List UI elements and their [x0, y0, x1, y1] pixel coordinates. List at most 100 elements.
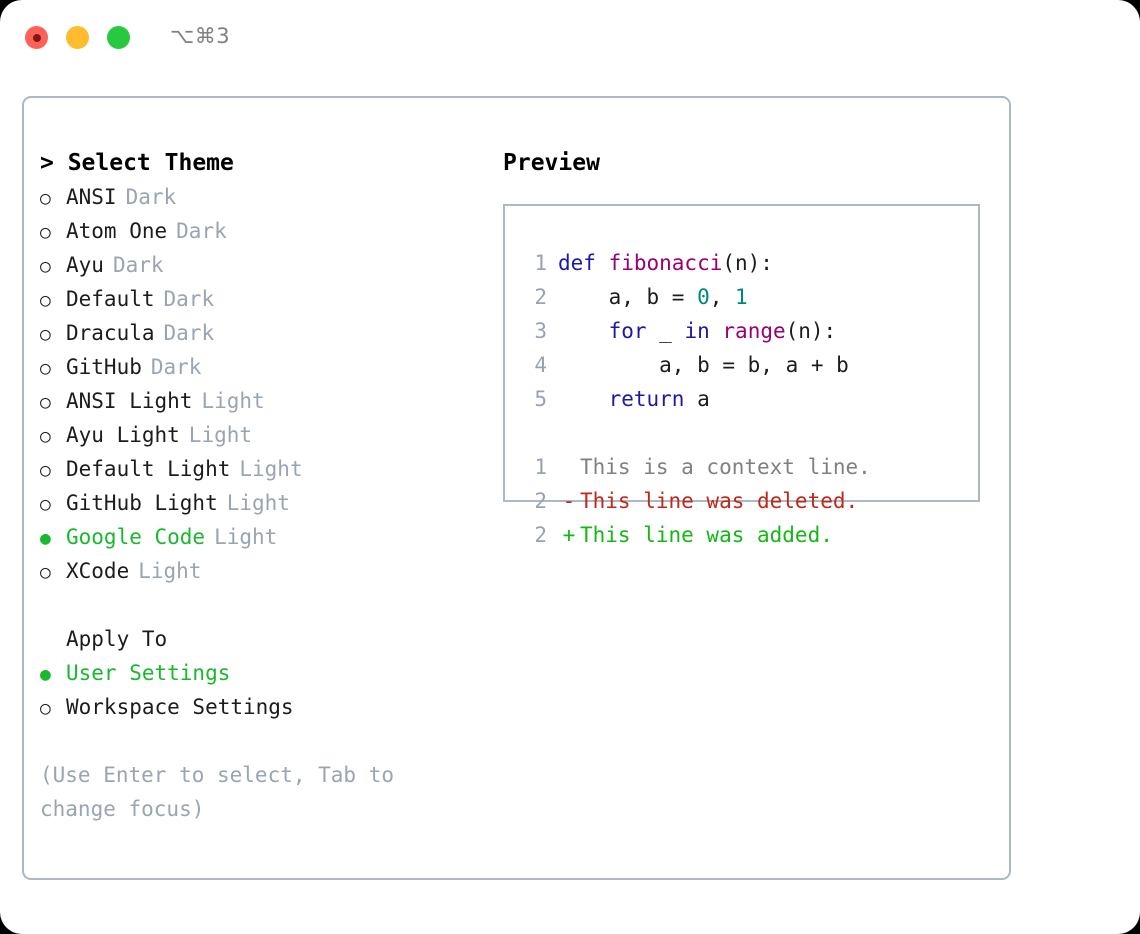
theme-option-category: Light [188, 423, 253, 447]
theme-option-ansi[interactable]: ○ ANSI Dark [40, 180, 480, 214]
theme-option-category: Dark [163, 287, 215, 311]
minimize-button[interactable] [66, 26, 89, 49]
theme-option-category: Light [226, 491, 290, 515]
theme-option-ayu-light[interactable]: ○ Ayu Light Light [40, 418, 480, 452]
line-number: 2 [534, 285, 547, 309]
window-controls [25, 26, 130, 49]
theme-option-label: Default [66, 287, 155, 311]
radio-unselected-icon: ○ [40, 562, 51, 583]
code-token-txt [558, 387, 609, 411]
code-token-txt: a [684, 387, 710, 411]
theme-option-category: Dark [163, 321, 215, 345]
theme-option-label: Atom One [66, 219, 168, 243]
keyboard-shortcut-label: ⌥⌘3 [170, 24, 231, 48]
code-line: 2 a, b = 0, 1 [521, 280, 978, 314]
theme-option-label: Ayu Light [66, 423, 180, 447]
diff-line-text: This is a context line. [580, 455, 871, 479]
line-number: 1 [534, 455, 547, 479]
diff-line-ctx: 1 This is a context line. [521, 450, 978, 484]
diff-line-del: 2-This line was deleted. [521, 484, 978, 518]
apply-to-option-workspace-settings[interactable]: ○ Workspace Settings [40, 690, 480, 724]
theme-option-label: Ayu [66, 253, 104, 277]
code-token-fn: fibonacci [608, 251, 723, 275]
apply-to-option-label: Workspace Settings [66, 695, 294, 719]
code-token-kw: in [684, 319, 710, 343]
code-line: 5 return a [521, 382, 978, 416]
theme-option-github-light[interactable]: ○ GitHub Light Light [40, 486, 480, 520]
diff-marker-icon: - [562, 489, 576, 513]
apply-to-option-user-settings[interactable]: ●User Settings [40, 656, 480, 690]
maximize-button[interactable] [107, 26, 130, 49]
radio-unselected-icon: ○ [40, 290, 51, 311]
theme-option-category: Dark [112, 253, 164, 277]
code-token-txt [558, 319, 609, 343]
diff-line-text: This line was added. [580, 523, 833, 547]
theme-option-category: Dark [125, 185, 177, 209]
preview-title: Preview [503, 150, 600, 176]
theme-option-label: Default Light [66, 457, 231, 481]
hint-spacer [40, 724, 480, 758]
radio-unselected-icon: ○ [40, 460, 51, 481]
radio-selected-icon: ● [40, 528, 51, 549]
diff-sample: 1 This is a context line.2-This line was… [521, 450, 978, 552]
theme-option-ansi-light[interactable]: ○ ANSI Light Light [40, 384, 480, 418]
code-token-fn: range [722, 319, 786, 343]
section-spacer [40, 588, 480, 622]
theme-option-label: ANSI [66, 185, 117, 209]
theme-option-label: ANSI Light [66, 389, 193, 413]
radio-unselected-icon: ○ [40, 494, 51, 515]
code-token-txt: (n): [785, 319, 837, 343]
code-line: 4 a, b = b, a + b [521, 348, 978, 382]
theme-option-category: Dark [150, 355, 202, 379]
diff-line-add: 2 +This line was added. [521, 518, 978, 552]
radio-unselected-icon: ○ [40, 426, 51, 447]
theme-option-label: Dracula [66, 321, 155, 345]
code-line: 3 for _ in range(n): [521, 314, 978, 348]
radio-selected-icon: ● [40, 664, 51, 685]
code-token-txt: a, b = b, a + b [558, 353, 849, 377]
code-token-num: 0 [697, 285, 710, 309]
theme-option-label: GitHub Light [66, 491, 218, 515]
theme-option-category: Light [214, 525, 278, 549]
page-title: > Select Theme [40, 150, 234, 176]
line-number: 2 [534, 523, 547, 547]
line-number: 2 [534, 489, 547, 513]
code-diff-gap [521, 416, 978, 450]
code-token-kw: return [608, 387, 685, 411]
radio-unselected-icon: ○ [40, 222, 51, 243]
theme-option-label: GitHub [66, 355, 142, 379]
radio-unselected-icon: ○ [40, 698, 51, 719]
line-number: 1 [534, 251, 547, 275]
theme-option-category: Light [201, 389, 265, 413]
apply-to-title: Apply To [66, 627, 168, 651]
radio-unselected-icon: ○ [40, 358, 51, 379]
theme-option-label: XCode [66, 559, 130, 583]
code-token-kw: for [608, 319, 647, 343]
radio-unselected-icon: ○ [40, 188, 51, 209]
theme-option-github[interactable]: ○ GitHub Dark [40, 350, 480, 384]
close-button[interactable] [25, 26, 48, 49]
apply-to-option-list: ●User Settings ○ Workspace Settings [40, 656, 480, 724]
code-token-txt: , [709, 285, 736, 309]
code-token-txt: (n): [722, 251, 773, 275]
line-number: 5 [534, 387, 547, 411]
radio-unselected-icon: ○ [40, 392, 51, 413]
diff-marker-icon: + [562, 523, 576, 547]
keyboard-hint: (Use Enter to select, Tab to change focu… [40, 763, 395, 821]
code-token-txt: _ [646, 319, 685, 343]
diff-line-text: This line was deleted. [580, 489, 859, 513]
close-icon [32, 33, 41, 42]
theme-option-default[interactable]: ○ Default Dark [40, 282, 480, 316]
